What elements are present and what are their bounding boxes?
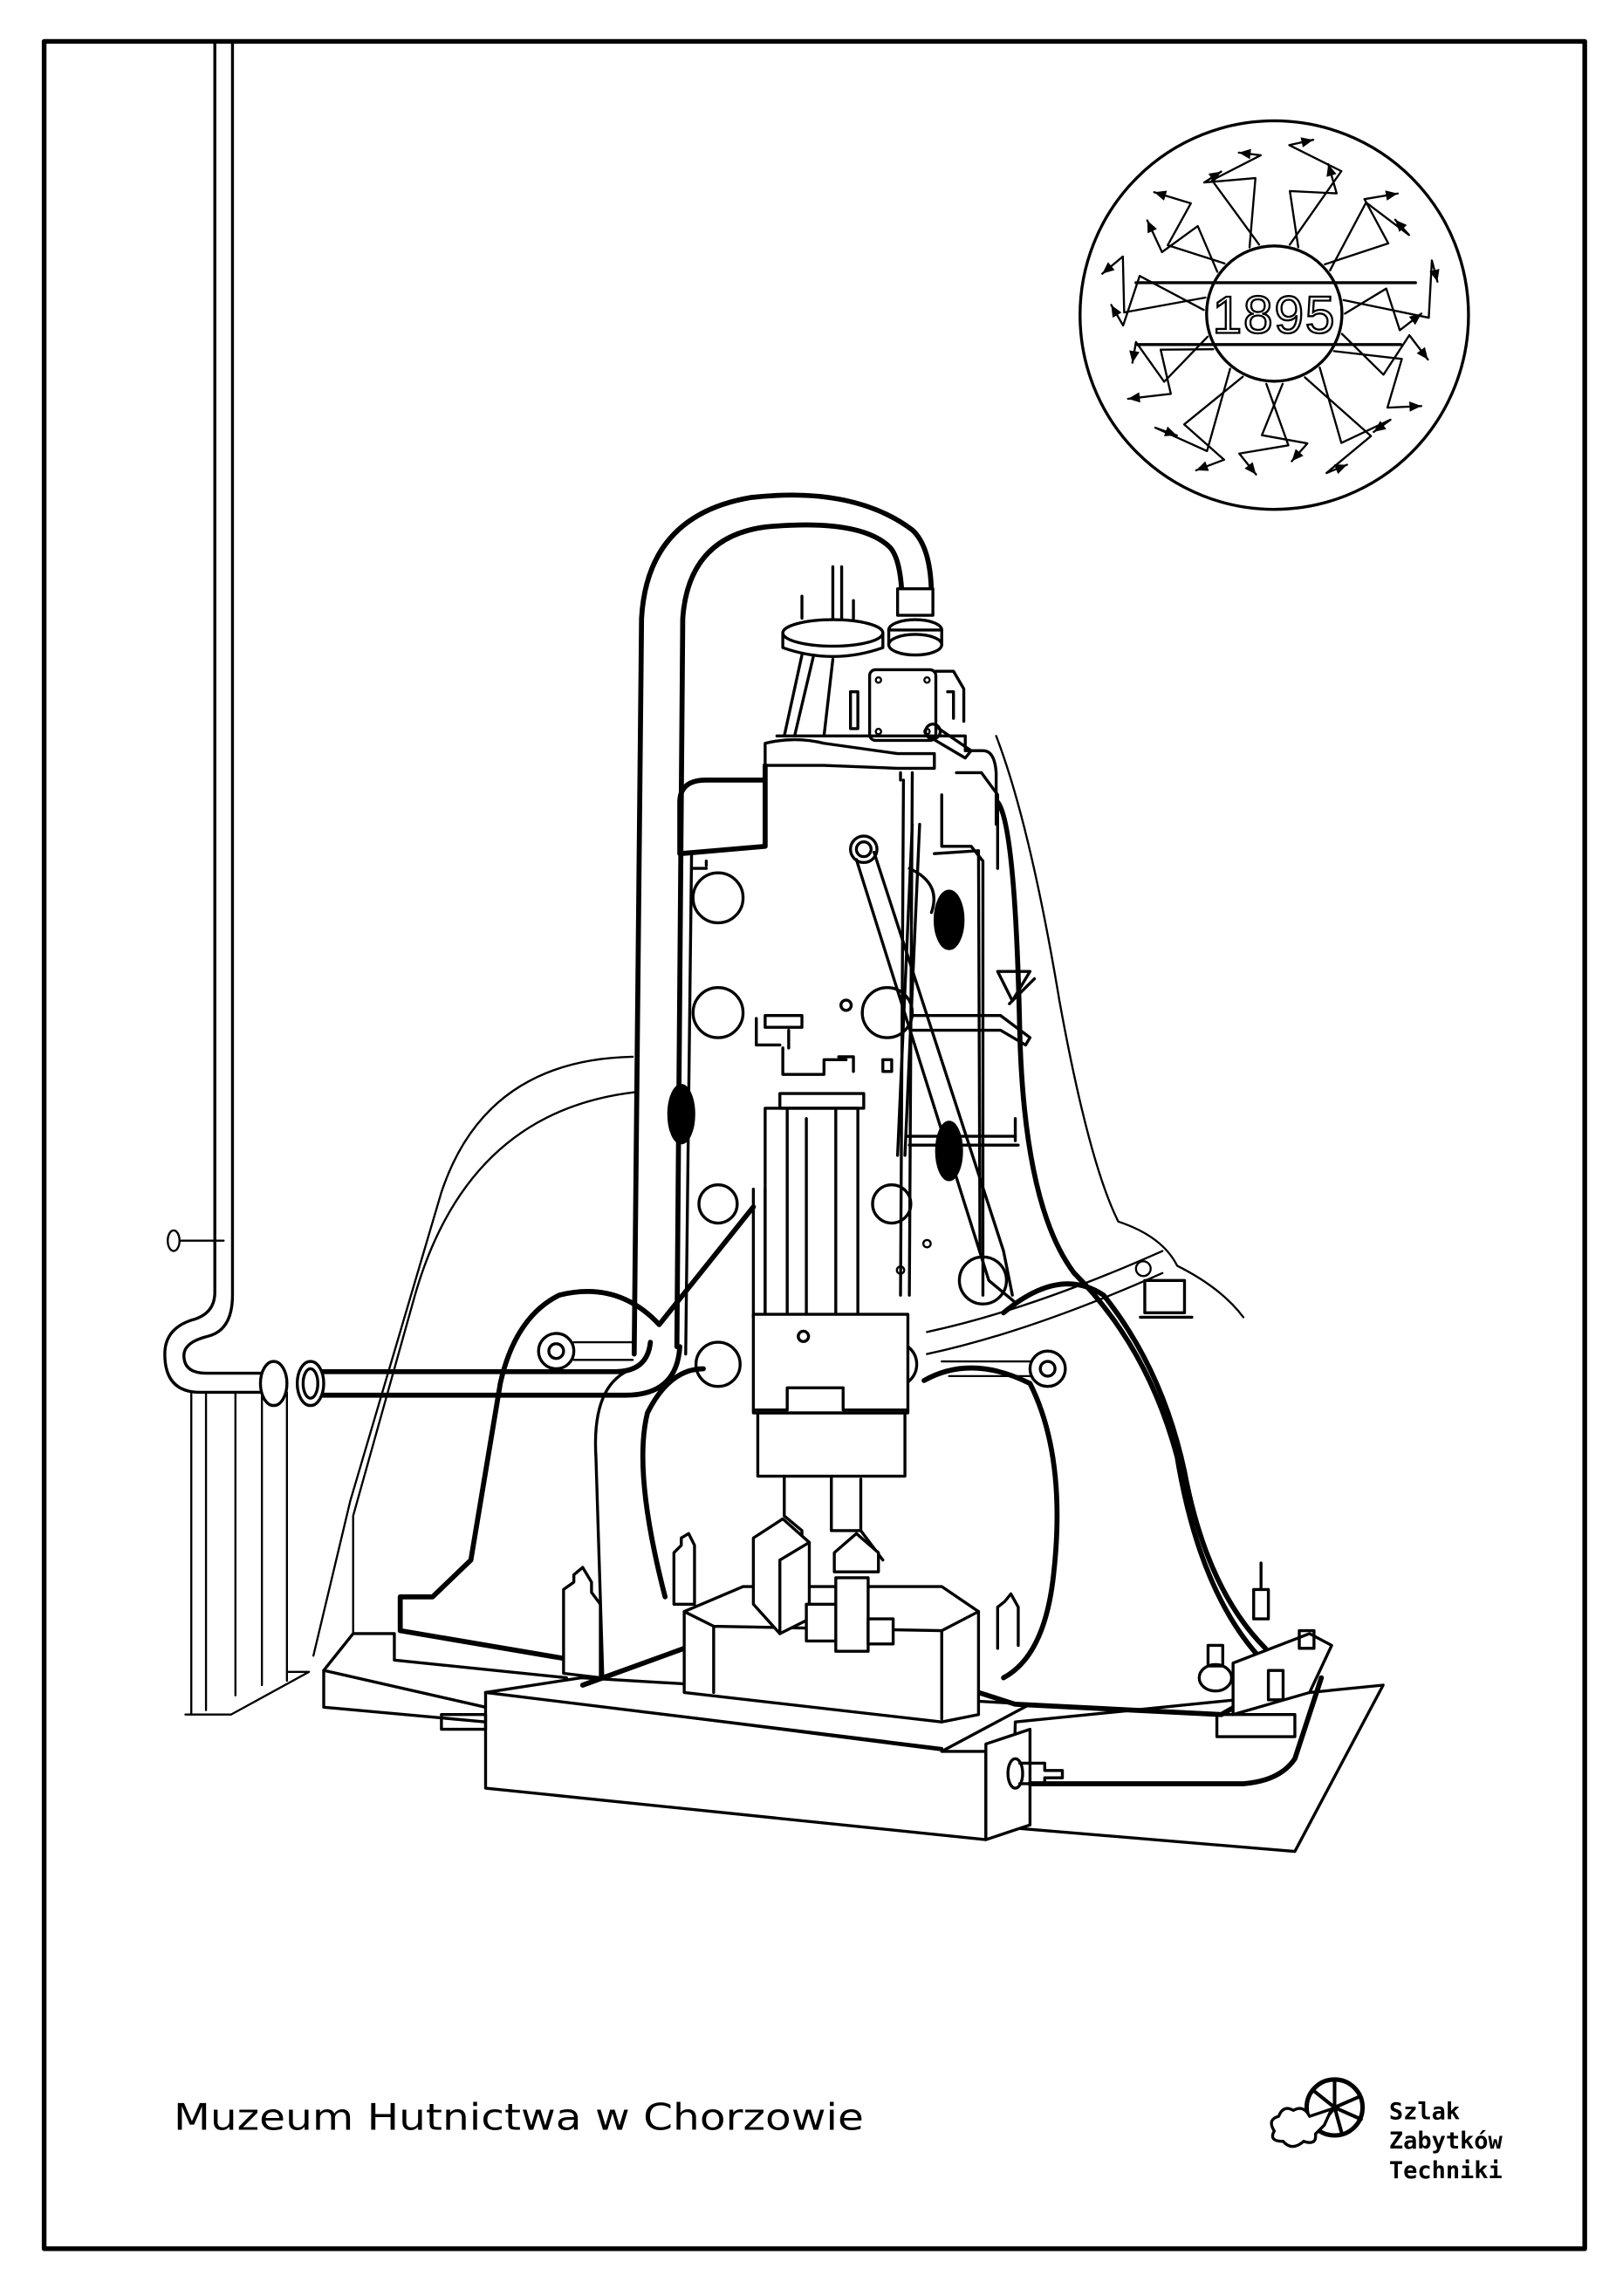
arrowhead-icon: [1300, 137, 1314, 147]
lightning-arrow: [1153, 191, 1226, 265]
arrowhead-icon: [1244, 462, 1257, 475]
lightning-arrow: [1146, 219, 1219, 273]
arrowhead-icon: [1147, 220, 1157, 234]
arrowhead-icon: [1373, 421, 1387, 432]
lightning-arrow: [1202, 170, 1257, 249]
arrowhead-icon: [1394, 219, 1407, 232]
arrowhead-icon: [1429, 269, 1440, 282]
lightning-arrow: [1304, 376, 1373, 475]
arrowhead-icon: [1333, 464, 1347, 475]
arrowhead-icon: [1195, 461, 1209, 471]
lightning-arrow: [1127, 347, 1215, 401]
page-frame: [41, 38, 1587, 2251]
arrowhead-icon: [1385, 190, 1398, 201]
lightning-arrow: [1101, 255, 1207, 314]
lightning-arrow: [1289, 162, 1339, 249]
arrowhead-icon: [1163, 426, 1177, 436]
arrowhead-icon: [1127, 392, 1140, 403]
arrowhead-icon: [1129, 350, 1140, 363]
ram-block: [751, 1312, 910, 1415]
arrowhead-icon: [1208, 171, 1222, 182]
lightning-arrow: [1318, 367, 1392, 444]
lightning-arrow: [1288, 139, 1343, 246]
anvil-base: [322, 1517, 1385, 1854]
u-steam-pipe: [631, 492, 943, 1357]
port-circle: [691, 871, 745, 925]
lightning-arrow: [1238, 382, 1290, 476]
lightning-arrow: [1260, 382, 1309, 463]
szlak-zabytkow-techniki-logo: Szlak Zabytków Techniki: [1270, 2077, 1503, 2184]
logo-line-2: Zabytków: [1389, 2128, 1503, 2155]
arrowhead-icon: [1326, 164, 1337, 177]
valve-handle-icon: [167, 1229, 181, 1252]
support-posts: [184, 1391, 311, 1716]
hammer-frame: [312, 735, 1269, 1695]
steam-cloud-icon: [1270, 2107, 1333, 2149]
lightning-arrow: [1154, 367, 1231, 453]
cylinder-head: [775, 565, 998, 826]
caption: Muzeum Hutnictwa w Chorzowie: [174, 2095, 864, 2138]
arrowhead-icon: [1154, 190, 1168, 201]
lightning-arrow: [1182, 375, 1244, 472]
left-steam-pipe: [163, 43, 264, 1395]
lightning-arrow: [1324, 192, 1400, 266]
arrowhead-icon: [1291, 449, 1304, 462]
logo-line-3: Techniki: [1389, 2157, 1503, 2184]
arrowhead-icon: [1238, 148, 1251, 160]
lightning-arrow: [1110, 275, 1205, 327]
lightning-arrow: [1332, 350, 1422, 409]
lightning-arrow: [1342, 259, 1439, 319]
lightning-arrow: [1329, 201, 1410, 271]
horizontal-steam-pipe: [258, 1340, 682, 1408]
medallion-year: 1895: [1212, 284, 1336, 344]
medallion-1895: 1895: [1079, 119, 1470, 511]
arrowhead-icon: [1102, 262, 1115, 274]
arrowhead-icon: [1111, 305, 1122, 319]
arrowhead-icon: [1416, 346, 1428, 360]
logo-line-1: Szlak: [1389, 2098, 1460, 2125]
arrowhead-icon: [1409, 401, 1421, 412]
lightning-arrow: [1344, 287, 1423, 332]
